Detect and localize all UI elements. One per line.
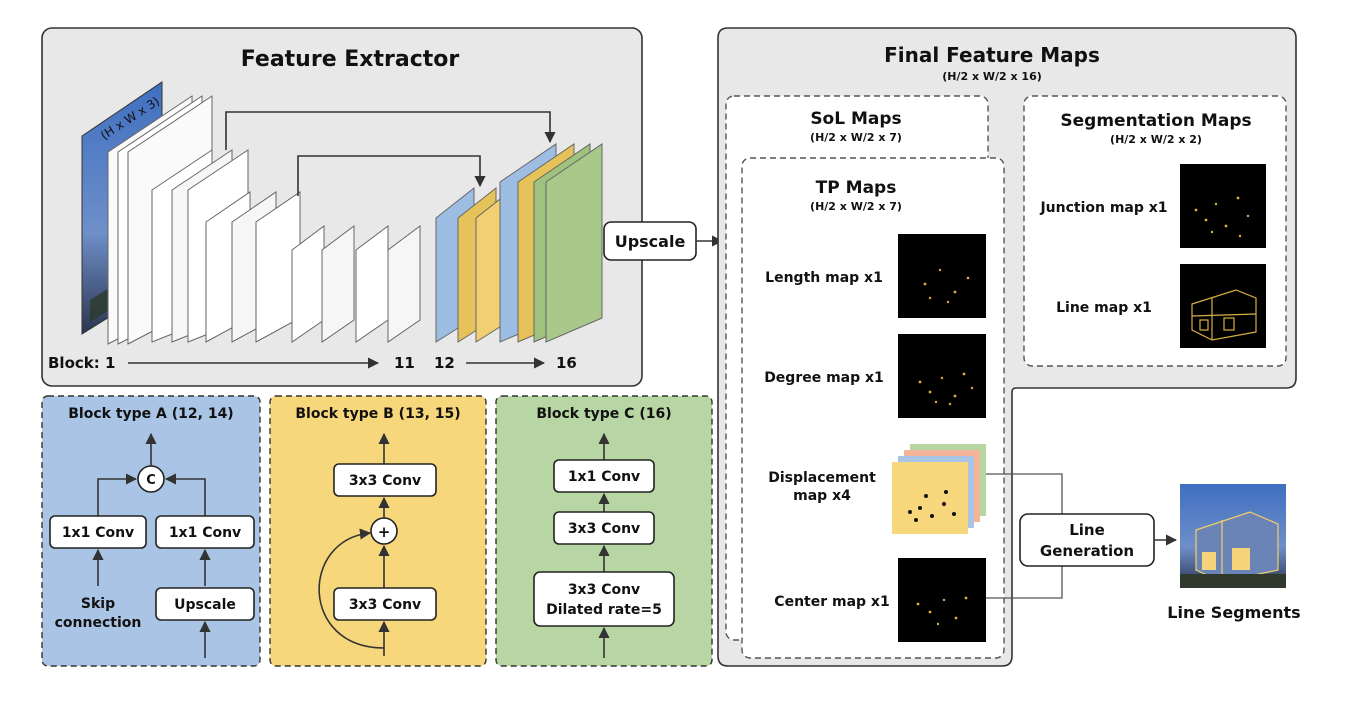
block-type-c-panel: Block type C (16) 1x1 Conv 3x3 Conv 3x3 …: [495, 395, 713, 667]
center-to-generation-line: [986, 564, 1063, 599]
block-c-conv1: 1x1 Conv: [568, 469, 640, 485]
line-segments-label: Line Segments: [1167, 603, 1300, 622]
encoder-layers-block3: [205, 191, 301, 343]
block-b-title: Block type B (13, 15): [295, 406, 460, 422]
block-a-concat-label: C: [146, 473, 156, 488]
length-map-label: Length map x1: [765, 270, 883, 286]
block-a-skip-label-1: Skip: [81, 596, 115, 612]
line-map-thumb: [1180, 264, 1266, 348]
block-c-conv3-line2: Dilated rate=5: [546, 602, 662, 618]
center-map-thumb: [898, 558, 986, 642]
block-axis-start-label: Block: 1: [48, 354, 115, 372]
displacement-map-label-1: Displacement: [768, 470, 876, 486]
sol-maps-title: SoL Maps: [810, 109, 901, 129]
junction-map-dots: [1194, 196, 1250, 238]
block-a-conv-right: 1x1 Conv: [169, 525, 241, 541]
block-a-left-merge: [97, 473, 138, 516]
tp-maps-title: TP Maps: [816, 178, 897, 198]
feature-extractor-panel: Feature Extractor (H x W x 3): [41, 27, 643, 387]
block-c-title: Block type C (16): [536, 406, 671, 422]
final-maps-title: Final Feature Maps: [884, 43, 1100, 67]
block-a-skip-label-2: connection: [55, 615, 142, 631]
length-map-thumb: [898, 234, 986, 318]
block-a-concat-node: [137, 465, 165, 493]
sol-maps-dims: (H/2 x W/2 x 7): [810, 131, 902, 144]
block-axis-end-label: 16: [556, 354, 577, 372]
length-map-dots: [923, 268, 970, 304]
block-axis-mid-label: 11: [394, 354, 415, 372]
displacement-to-generation-line: [986, 473, 1063, 516]
block-b-add-label: +: [378, 523, 391, 541]
line-segments-output: Line Segments: [1167, 484, 1301, 622]
block-type-b-panel: Block type B (13, 15) 3x3 Conv + 3x3 Con…: [269, 395, 487, 667]
upscale-label: Upscale: [615, 232, 686, 251]
center-map-dots: [916, 596, 968, 626]
decoder-layers-14-16: [499, 143, 603, 343]
line-generation-label-1: Line: [1069, 521, 1105, 539]
skip-connection-long: [225, 111, 556, 150]
displacement-map-label-2: map x4: [793, 488, 851, 504]
block-type-a-panel: Block type A (12, 14) C 1x1 Conv 1x1 Con…: [41, 395, 261, 667]
line-map-label: Line map x1: [1056, 300, 1152, 316]
block-a-upscale: Upscale: [174, 597, 236, 613]
block-axis-mid2-label: 12: [434, 354, 455, 372]
line-generation-node: Line Generation: [986, 473, 1178, 599]
block-b-conv-top: 3x3 Conv: [349, 473, 421, 489]
upscale-node: Upscale: [603, 221, 724, 261]
block-a-right-merge: [164, 473, 206, 516]
final-feature-maps-panel: Final Feature Maps (H/2 x W/2 x 16) SoL …: [717, 27, 1297, 667]
final-maps-dims: (H/2 x W/2 x 16): [942, 70, 1042, 83]
feature-extractor-title: Feature Extractor: [241, 47, 460, 72]
degree-map-dots: [918, 372, 974, 406]
degree-map-label: Degree map x1: [764, 370, 884, 386]
block-a-conv-left: 1x1 Conv: [62, 525, 134, 541]
skip-connection-short: [297, 155, 486, 196]
block-b-residual-arrow: [318, 528, 385, 649]
degree-map-thumb: [898, 334, 986, 418]
junction-map-label: Junction map x1: [1039, 200, 1167, 216]
block-b-conv-bottom: 3x3 Conv: [349, 597, 421, 613]
encoder-layers-block4: [291, 225, 421, 343]
segmentation-maps-title: Segmentation Maps: [1060, 111, 1251, 131]
line-map-drawing: [1191, 289, 1257, 341]
junction-map-thumb: [1180, 164, 1266, 248]
center-map-label: Center map x1: [774, 594, 889, 610]
block-c-conv3-line1: 3x3 Conv: [568, 582, 640, 598]
block-a-title: Block type A (12, 14): [68, 406, 233, 422]
line-generation-label-2: Generation: [1040, 542, 1134, 560]
segmentation-maps-dims: (H/2 x W/2 x 2): [1110, 133, 1202, 146]
tp-maps-dims: (H/2 x W/2 x 7): [810, 200, 902, 213]
displacement-map-stack: [892, 444, 986, 534]
block-c-conv2: 3x3 Conv: [568, 521, 640, 537]
